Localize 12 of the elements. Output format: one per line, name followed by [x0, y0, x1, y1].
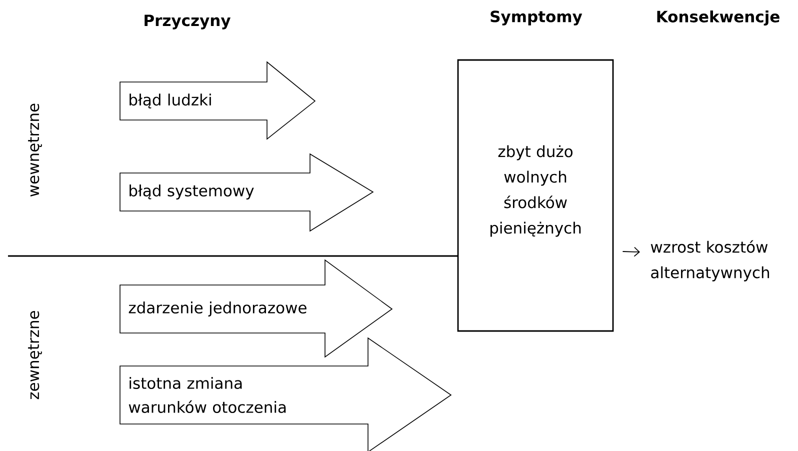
cause-box: błąd systemowy: [120, 153, 374, 232]
side-label: wewnętrzne: [28, 104, 42, 196]
column-heading: Konsekwencje: [657, 10, 780, 26]
cause-box: istotna zmiana warunków otoczenia: [120, 337, 452, 451]
consequence-text: wzrost kosztów alternatywnych: [650, 240, 770, 282]
arrow: [622, 246, 640, 257]
symptom-box: zbyt dużo wolnych środków pieniężnych: [457, 59, 614, 332]
column-heading: Przyczyny: [144, 14, 231, 30]
side-label: zewnętrzne: [28, 311, 42, 400]
column-heading: Symptomy: [490, 10, 582, 26]
cause-box: zdarzenie jednorazowe: [120, 259, 393, 358]
cause-box: błąd ludzki: [120, 61, 316, 140]
